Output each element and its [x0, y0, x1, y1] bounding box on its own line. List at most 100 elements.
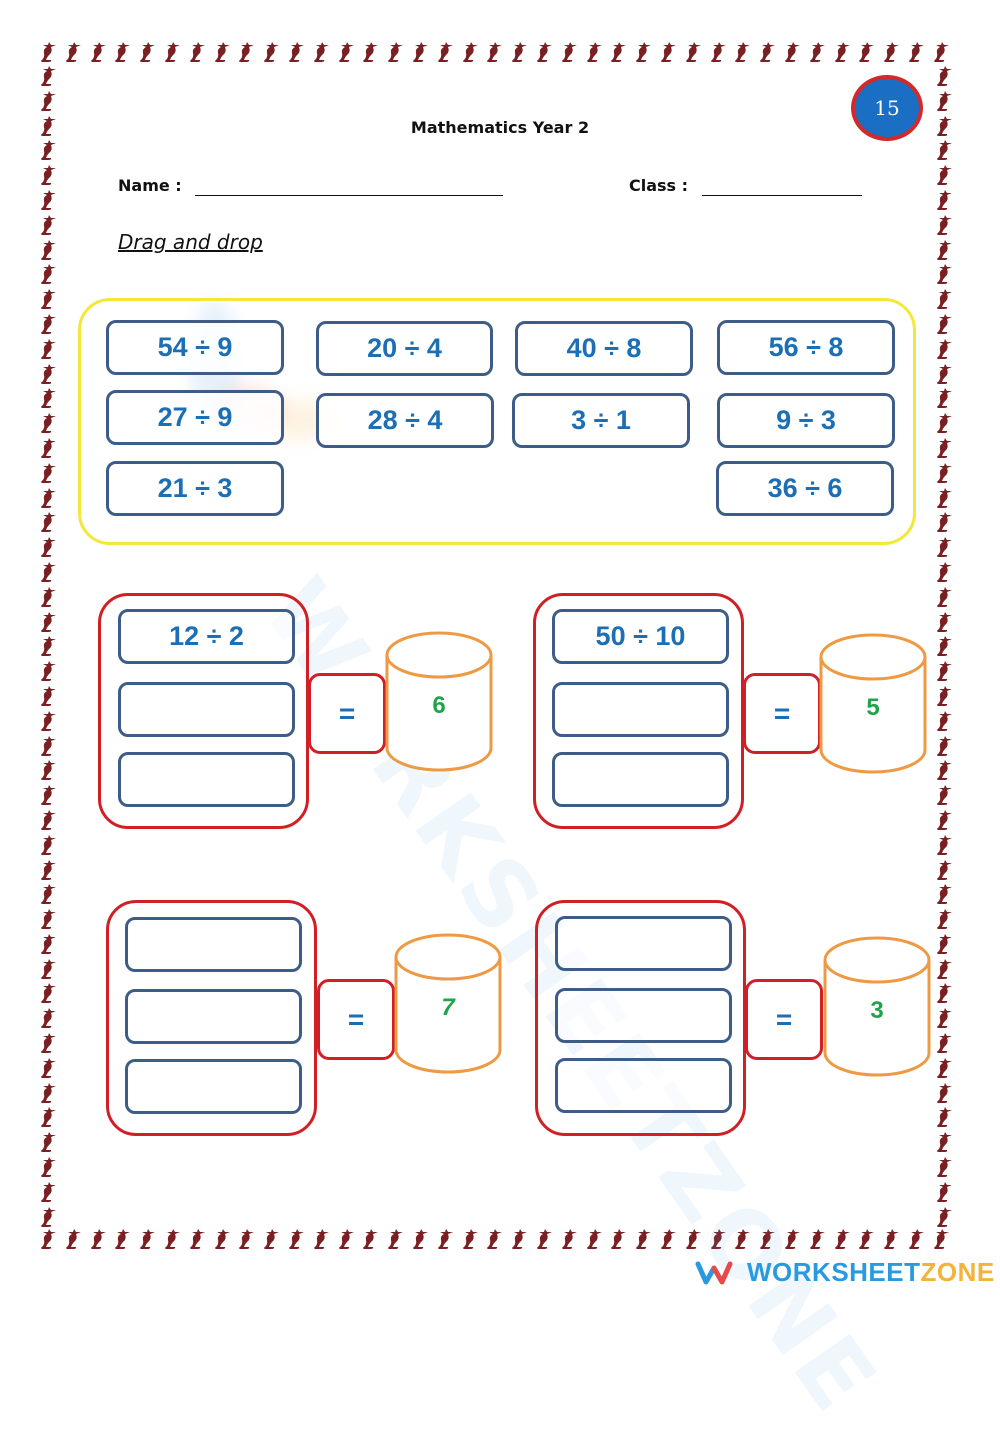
draggable-tile[interactable]: 54 ÷ 9 [106, 320, 284, 375]
vase-icon [936, 1155, 955, 1179]
vase-icon [65, 1227, 84, 1251]
drop-slot[interactable]: 12 ÷ 2 [118, 609, 295, 664]
vase-icon [40, 1227, 59, 1251]
vase-icon [635, 40, 654, 64]
worksheetzone-logo: WORKSHEETZONE [695, 1257, 995, 1288]
class-field[interactable] [702, 195, 862, 196]
class-label: Class : [629, 176, 689, 195]
vase-icon [936, 783, 955, 807]
vase-icon [936, 1006, 955, 1030]
vase-icon [40, 64, 59, 88]
draggable-tile[interactable]: 28 ÷ 4 [316, 393, 494, 448]
drop-slot[interactable]: 50 ÷ 10 [552, 609, 729, 664]
vase-icon [40, 238, 59, 262]
vase-icon [40, 1105, 59, 1129]
drop-slot[interactable] [552, 682, 729, 737]
drop-slot[interactable] [555, 916, 732, 971]
vase-icon [40, 1056, 59, 1080]
drop-slot[interactable] [118, 682, 295, 737]
drop-group-1 [98, 593, 309, 829]
drop-slot[interactable] [555, 1058, 732, 1113]
vase-icon [784, 1227, 803, 1251]
vase-icon [883, 1227, 902, 1251]
drop-slot[interactable] [552, 752, 729, 807]
vase-icon [784, 40, 803, 64]
vase-icon [288, 1227, 307, 1251]
drop-slot[interactable] [125, 989, 302, 1044]
vase-icon [936, 1056, 955, 1080]
vase-icon [936, 510, 955, 534]
vase-icon [936, 684, 955, 708]
vase-icon [936, 734, 955, 758]
answer-value: 6 [432, 692, 446, 719]
vase-icon [90, 1227, 109, 1251]
draggable-tile[interactable]: 40 ÷ 8 [515, 321, 693, 376]
draggable-tile[interactable]: 56 ÷ 8 [717, 320, 895, 375]
vase-icon [313, 40, 332, 64]
vase-icon [40, 1205, 59, 1229]
vase-icon [40, 560, 59, 584]
vase-icon [936, 932, 955, 956]
draggable-tile[interactable]: 3 ÷ 1 [512, 393, 690, 448]
vase-icon [936, 858, 955, 882]
draggable-tile[interactable]: 21 ÷ 3 [106, 461, 284, 516]
draggable-tile[interactable]: 36 ÷ 6 [716, 461, 894, 516]
vase-icon [936, 287, 955, 311]
vase-icon [936, 709, 955, 733]
vase-icon [710, 1227, 729, 1251]
vase-icon [511, 40, 530, 64]
instruction-text: Drag and drop [118, 230, 263, 254]
vase-icon [936, 362, 955, 386]
vase-icon [809, 40, 828, 64]
brand-part-2: ZONE [920, 1257, 995, 1287]
draggable-tile[interactable]: 20 ÷ 4 [316, 321, 493, 376]
draggable-tile[interactable]: 9 ÷ 3 [717, 393, 895, 448]
drop-slot[interactable] [125, 1059, 302, 1114]
vase-icon [936, 560, 955, 584]
vase-icon [40, 634, 59, 658]
name-field[interactable] [195, 195, 503, 196]
vase-icon [412, 1227, 431, 1251]
vase-icon [65, 40, 84, 64]
vase-icon [936, 238, 955, 262]
vase-icon [936, 461, 955, 485]
vase-icon [139, 40, 158, 64]
vase-icon [610, 40, 629, 64]
vase-icon [189, 40, 208, 64]
vase-icon [338, 40, 357, 64]
vase-icon [362, 1227, 381, 1251]
drop-slot[interactable] [118, 752, 295, 807]
vase-icon [338, 1227, 357, 1251]
vase-icon [40, 138, 59, 162]
vase-icon [561, 40, 580, 64]
vase-icon [40, 981, 59, 1005]
vase-icon [189, 1227, 208, 1251]
vase-icon [759, 40, 778, 64]
vase-icon [933, 1227, 952, 1251]
vase-icon [936, 957, 955, 981]
vase-icon [40, 362, 59, 386]
vase-icon [936, 64, 955, 88]
page-title: Mathematics Year 2 [410, 118, 590, 137]
vase-icon [90, 40, 109, 64]
drop-slot[interactable] [125, 917, 302, 972]
vase-icon [936, 163, 955, 187]
vase-icon [40, 386, 59, 410]
drop-slot[interactable] [555, 988, 732, 1043]
vase-icon [936, 1205, 955, 1229]
vase-icon [40, 337, 59, 361]
vase-icon [387, 1227, 406, 1251]
vase-icon [936, 981, 955, 1005]
vase-icon [936, 1130, 955, 1154]
vase-icon [40, 163, 59, 187]
cylinder-icon [394, 933, 502, 1074]
vase-icon [40, 585, 59, 609]
vase-icon [40, 684, 59, 708]
vase-icon [362, 40, 381, 64]
vase-icon [40, 659, 59, 683]
vase-icon [412, 40, 431, 64]
vase-icon [908, 1227, 927, 1251]
vase-icon [936, 262, 955, 286]
draggable-tile[interactable]: 27 ÷ 9 [106, 390, 284, 445]
cylinder-icon [385, 631, 493, 772]
